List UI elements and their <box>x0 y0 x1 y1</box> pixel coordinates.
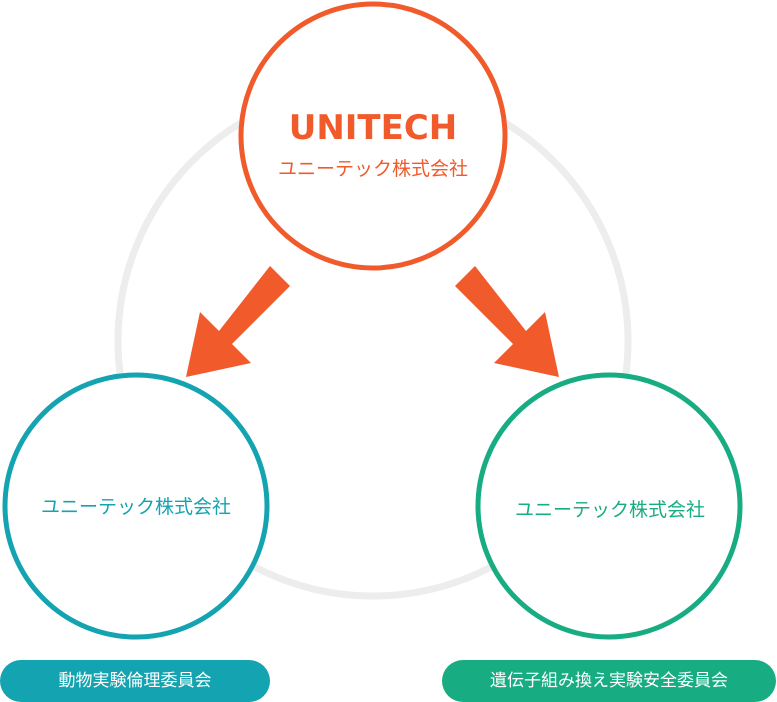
left-node-circle <box>2 372 270 640</box>
arrow-to-left-node <box>186 266 290 377</box>
right-node-company-name: ユニーテック株式会社 <box>514 499 705 521</box>
unitech-logo-text: UNITECH <box>288 108 458 148</box>
right-node-circle <box>475 372 743 640</box>
left-node-company-name: ユニーテック株式会社 <box>40 496 231 518</box>
arrow-to-right-node <box>455 266 559 377</box>
top-node-circle <box>238 1 508 271</box>
animal-ethics-committee-badge: 動物実験倫理委員会 <box>0 660 270 702</box>
gene-safety-committee-badge: 遺伝子組み換え実験安全委員会 <box>442 660 776 702</box>
top-node-company-name: ユニーテック株式会社 <box>277 158 468 180</box>
